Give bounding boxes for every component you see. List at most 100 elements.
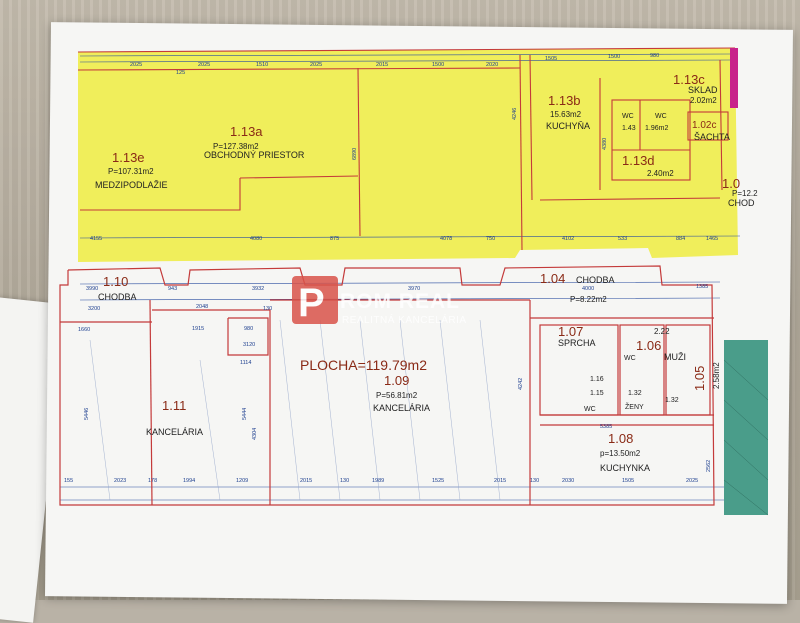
wc-label-3: WC: [624, 355, 636, 362]
wc-area-1: 1.43: [622, 125, 636, 132]
upper-walls: [77, 47, 736, 251]
dim-top-8: 1500: [608, 54, 620, 60]
room-1-13c-area: 2.02m2: [690, 96, 717, 105]
dim-low-0: 3990: [86, 286, 98, 292]
room-1-13a-name: OBCHODNÝ PRIESTOR: [204, 150, 305, 160]
room-1-13d-area: 2.40m2: [647, 169, 674, 178]
room-1-0-name: CHOD: [728, 198, 755, 208]
room-1-09-name: KANCELÁRIA: [373, 403, 430, 413]
dim-side-6: 6890: [352, 148, 358, 160]
dim-top-0: 2025: [130, 62, 142, 68]
dim-top-5: 1500: [432, 62, 444, 68]
dim-bot-0: 155: [64, 478, 73, 484]
dim-mid-7: 884: [676, 236, 685, 242]
wc-value-1: 1.16: [590, 376, 604, 383]
room-1-13e-number: 1.13e: [112, 150, 145, 165]
room-1-10-name: CHODBA: [98, 292, 137, 302]
dim-bot-11: 2030: [562, 478, 574, 484]
logo-mark-letter: P: [298, 281, 325, 325]
dim-mid-1: 4080: [250, 236, 262, 242]
dim-mid-0: 4155: [90, 236, 102, 242]
dim-bot-1: 2023: [114, 478, 126, 484]
total-area-label: PLOCHA=119.79m2: [300, 357, 427, 373]
dim-bot-4: 1209: [236, 478, 248, 484]
dim-low-8: 130: [263, 306, 272, 312]
dim-bot-7: 1989: [372, 478, 384, 484]
room-1-04-number: 1.04: [540, 271, 565, 286]
dim-low-10: 1915: [192, 326, 204, 332]
dim-top-3: 2025: [310, 62, 322, 68]
dim-low-6: 3200: [88, 306, 100, 312]
dim-low-13: 1114: [240, 360, 251, 366]
room-1-13e-area: P=107.31m2: [108, 167, 154, 176]
room-1-06-name: MUŽI: [664, 352, 686, 362]
logo-brand-text: ROM REAL: [340, 290, 460, 313]
dim-side-8: 4380: [602, 138, 608, 150]
floor-plan: 1.13a P=127.38m2 OBCHODNÝ PRIESTOR 1.13e…: [59, 47, 769, 516]
zeny-label: ŽENY: [625, 402, 644, 411]
room-1-0-number: 1.0: [722, 176, 740, 191]
dim-bot-13: 2025: [686, 478, 698, 484]
dim-bot-2: 178: [148, 478, 157, 484]
teal-hatch: [723, 359, 769, 516]
dim-low-2: 3932: [252, 286, 264, 292]
dim-low-7: 2048: [196, 304, 208, 310]
dim-mid-3: 4078: [440, 236, 452, 242]
dim-mid-6: 533: [618, 236, 627, 242]
room-1-13c-name: SKLAD: [688, 85, 718, 95]
room-1-13b-number: 1.13b: [548, 93, 581, 108]
wc-label-2: WC: [655, 113, 667, 120]
room-1-0-area: P=12.2: [732, 189, 758, 198]
dim-side-7: 4246: [512, 108, 518, 120]
dim-mid-4: 750: [486, 236, 495, 242]
dim-side-0: 5446: [84, 408, 90, 420]
dim-top-1: 2025: [198, 62, 210, 68]
dim-top-9: 980: [650, 53, 659, 59]
dim-bot-8: 1525: [432, 478, 444, 484]
dim-mid-2: 875: [330, 236, 339, 242]
logo-mark-box: [292, 276, 338, 324]
room-1-13b-area: 15.63m2: [550, 110, 582, 119]
room-1-13c-number: 1.13c: [673, 72, 705, 87]
dim-low-12: 3120: [243, 342, 255, 348]
room-1-07-name: SPRCHA: [558, 338, 596, 348]
room-1-08-area: p=13.50m2: [600, 449, 641, 458]
dim-mid-5: 4102: [562, 236, 574, 242]
dim-low-5: 1385: [696, 284, 708, 290]
room-1-13d-number: 1.13d: [622, 153, 655, 168]
dim-top-6: 2020: [486, 62, 498, 68]
upper-floor-yellow-area: [78, 48, 738, 262]
dim-low-4: 4000: [582, 286, 594, 292]
room-1-13e-name: MEDZIPODLAŽIE: [95, 180, 168, 190]
dim-bot-12: 1505: [622, 478, 634, 484]
room-1-06-number: 1.06: [636, 338, 661, 353]
top-dimension-lines: [60, 53, 741, 501]
dim-bot-5: 2015: [300, 478, 312, 484]
room-1-11-name: KANCELÁRIA: [146, 427, 203, 437]
dim-side-5: 2562: [706, 460, 712, 472]
dim-low-3: 3970: [408, 286, 420, 292]
wc-value-2: 1.15: [590, 390, 604, 397]
dim-low-9: 1660: [78, 327, 90, 333]
room-1-05-area: 2.58m2: [712, 362, 721, 389]
logo-subtitle-text: REALITNÁ KANCELÁRIA: [342, 313, 467, 326]
dim-bot-10: 130: [530, 478, 539, 484]
dimension-labels: 2025 2025 1510 2025 2015 1500 2020 1505 …: [64, 53, 718, 484]
room-1-04-name: CHODBA: [576, 275, 615, 285]
rom-real-watermark: P ROM REAL REALITNÁ KANCELÁRIA: [292, 276, 467, 326]
room-1-11-number: 1.11: [162, 398, 186, 413]
room-1-13a-area: P=127.38m2: [213, 142, 259, 151]
wc-area-2: 1.96m2: [645, 125, 668, 132]
room-1-13b-name: KUCHYŇA: [546, 121, 590, 131]
wc-value-3: 1.32: [628, 390, 642, 397]
dim-top-2: 1510: [256, 62, 268, 68]
wc-label-1: WC: [622, 113, 634, 120]
dim-low-11: 980: [244, 326, 253, 332]
dim-top-10: 125: [176, 70, 185, 76]
room-1-07-number: 1.07: [558, 324, 583, 339]
ground-floor-walls: [59, 265, 715, 506]
dim-low-1: 943: [168, 286, 177, 292]
dim-mid-8: 1465: [706, 236, 718, 242]
room-1-02c-name: ŠACHTA: [694, 132, 730, 142]
dim-bot-3: 1994: [183, 478, 195, 484]
